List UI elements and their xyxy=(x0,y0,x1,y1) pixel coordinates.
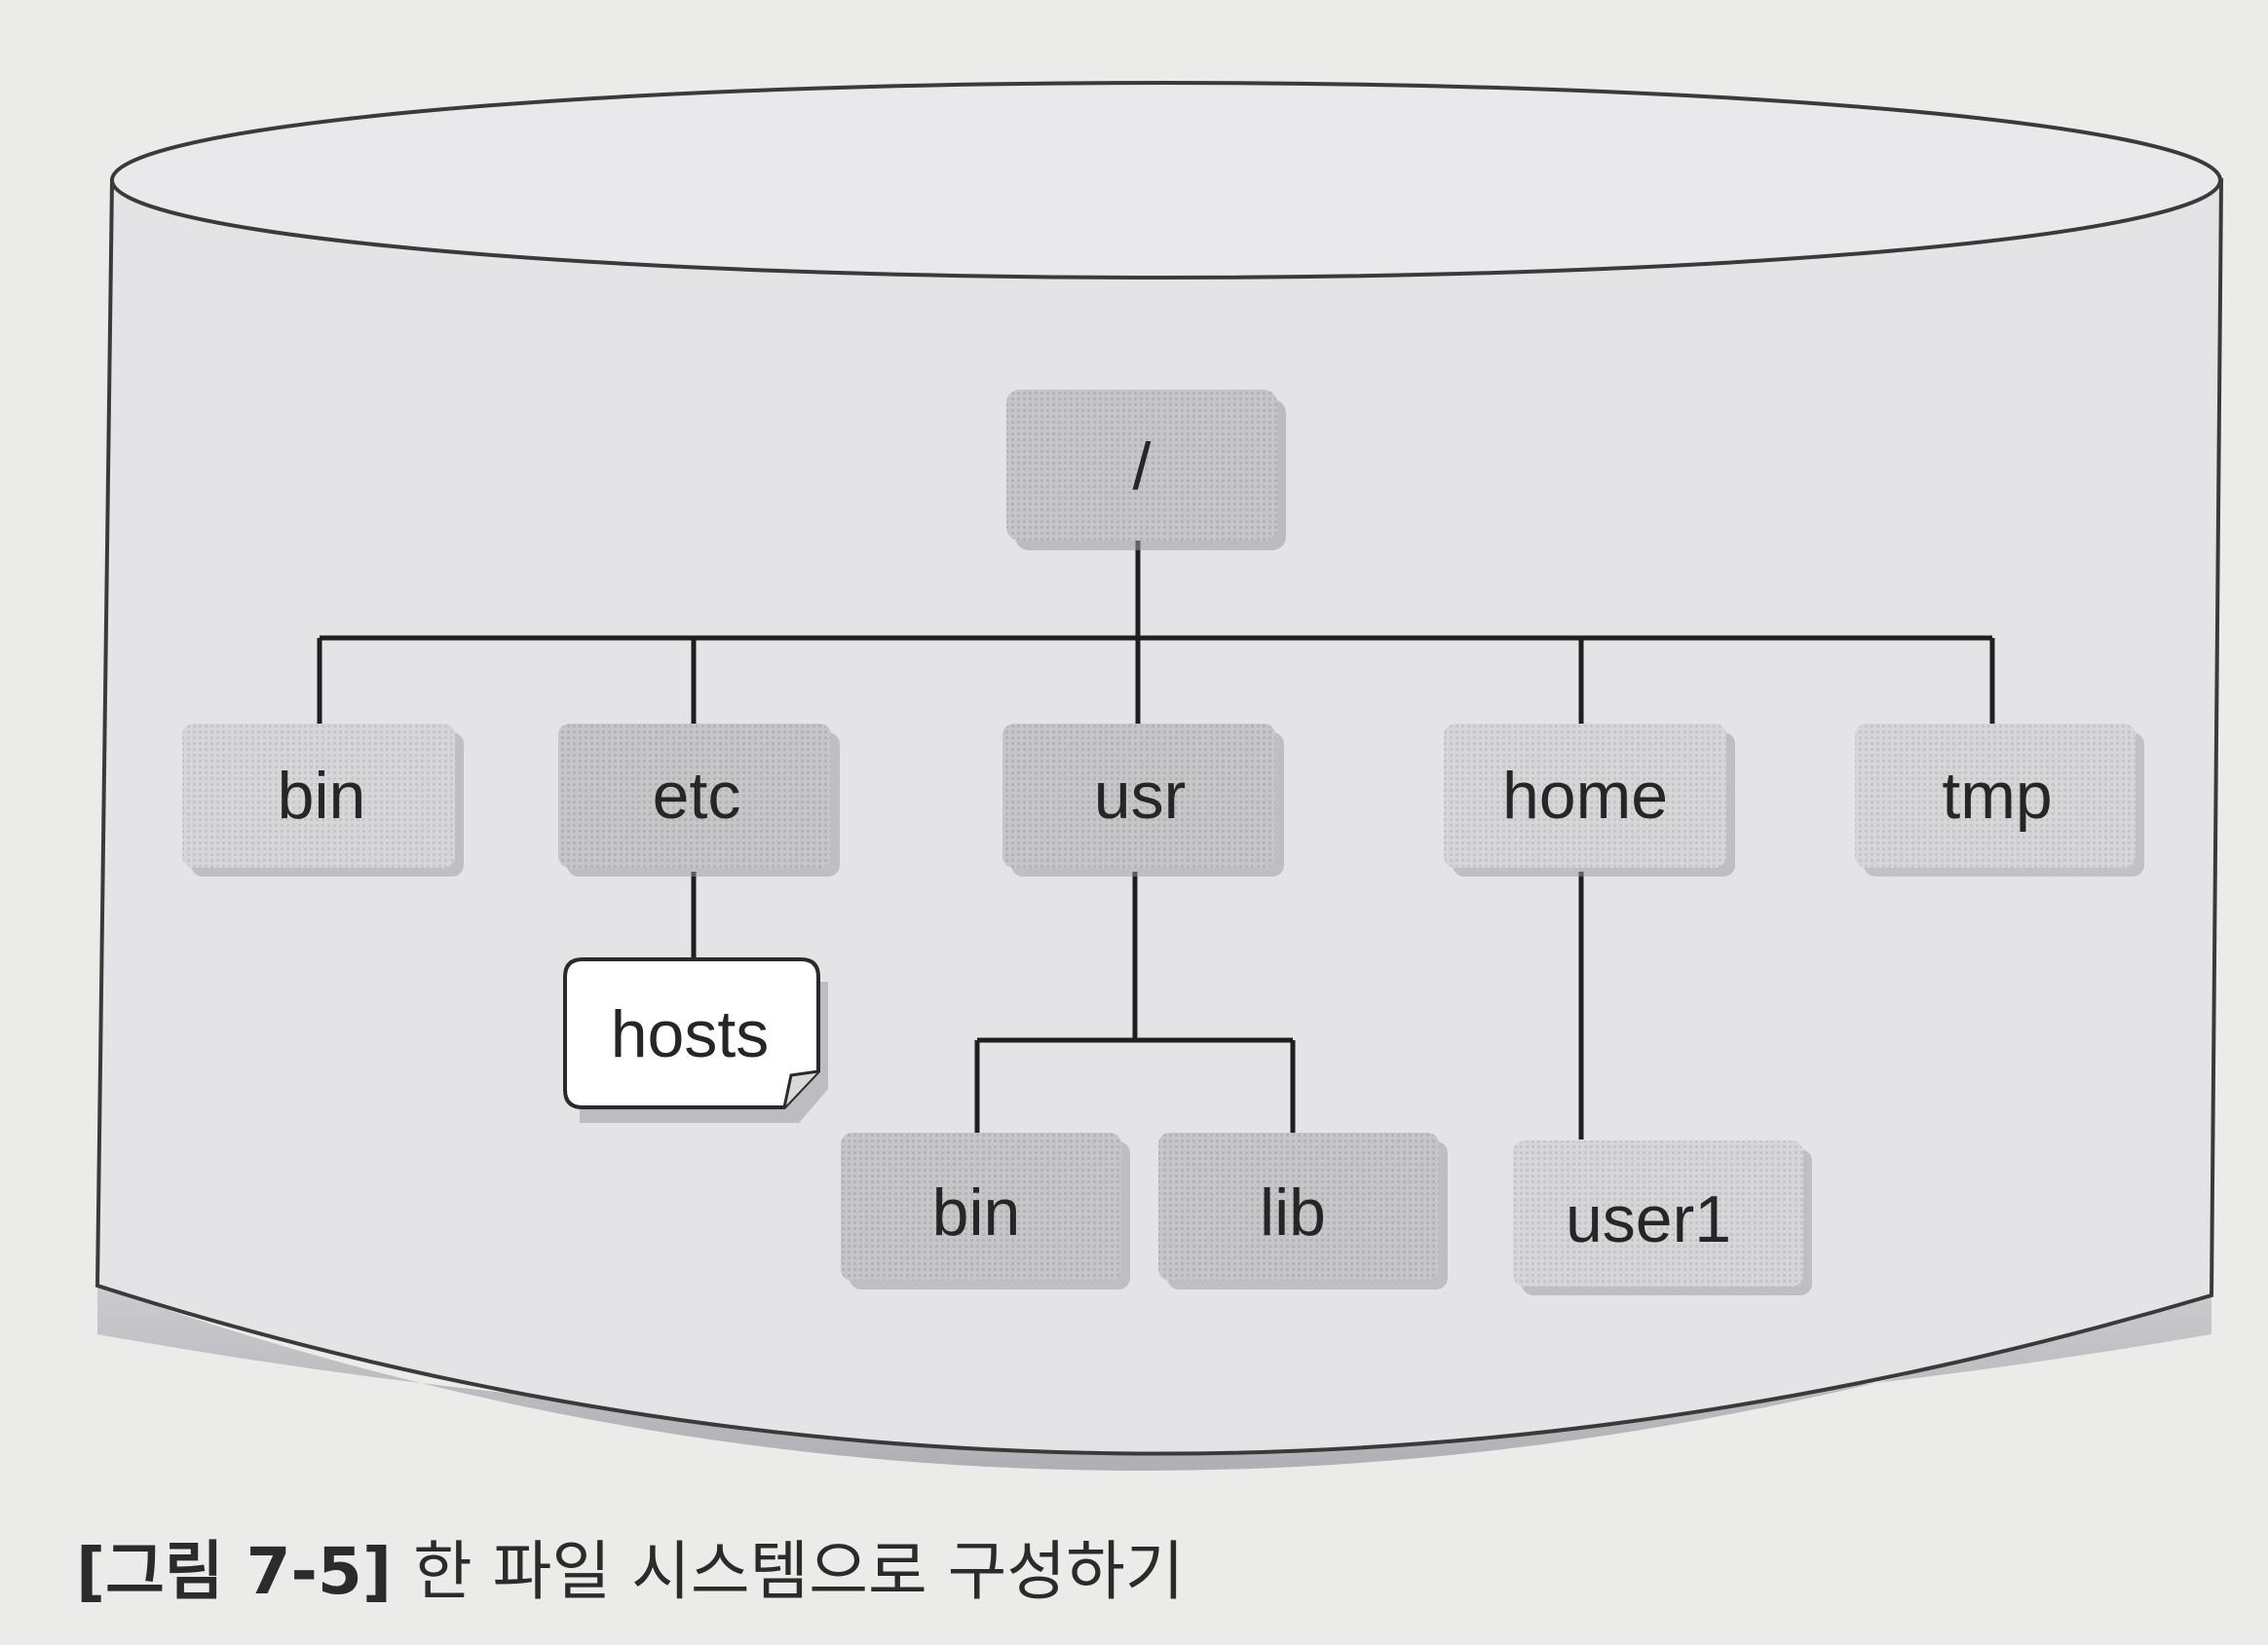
dir-home-user1-label: user1 xyxy=(1566,1182,1731,1256)
file-hosts-label: hosts xyxy=(611,997,770,1071)
cylinder-top xyxy=(110,81,2222,280)
dir-usr-bin-label: bin xyxy=(932,1176,1021,1250)
dir-home: home xyxy=(1444,724,1735,877)
cylinder-bottom-rim xyxy=(97,1286,2211,1471)
dir-etc-label: etc xyxy=(653,759,741,833)
dir-usr-lib-label: lib xyxy=(1260,1176,1326,1250)
dir-tmp: tmp xyxy=(1855,724,2144,877)
tree-connectors xyxy=(317,536,1995,1140)
dir-home-user1: user1 xyxy=(1513,1140,1812,1295)
figure-caption: [그림 7-5] 한 파일 시스템으로 구성하기 xyxy=(76,1519,2219,1626)
dir-usr-label: usr xyxy=(1094,759,1186,833)
dir-root: / xyxy=(1006,390,1286,550)
file-hosts: hosts xyxy=(563,957,828,1123)
dir-home-label: home xyxy=(1502,759,1668,833)
dir-usr-lib: lib xyxy=(1158,1133,1448,1290)
dir-usr: usr xyxy=(1002,724,1284,877)
figure-number: [그림 7-5] xyxy=(76,1534,392,1609)
dir-etc: etc xyxy=(558,724,840,877)
figure-caption-text: 한 파일 시스템으로 구성하기 xyxy=(412,1534,1185,1609)
dir-bin-label: bin xyxy=(278,759,366,833)
dir-bin: bin xyxy=(182,724,464,877)
dir-tmp-label: tmp xyxy=(1942,759,2052,833)
dir-usr-bin: bin xyxy=(841,1133,1130,1290)
dir-root-label: / xyxy=(1133,430,1152,504)
